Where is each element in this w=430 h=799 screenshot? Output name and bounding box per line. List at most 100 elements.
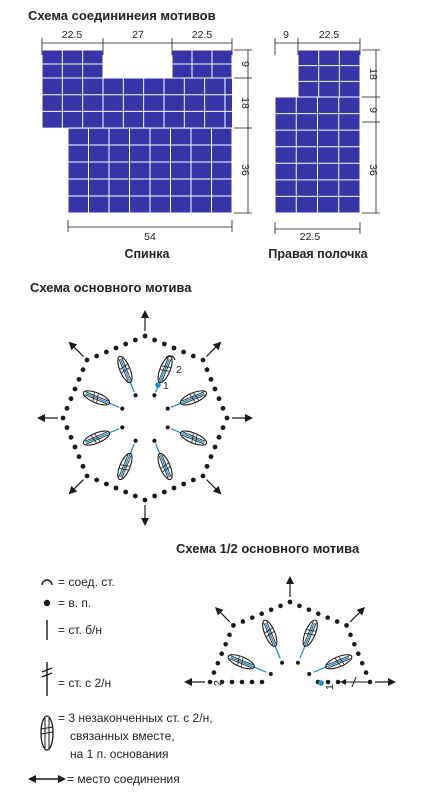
cluster-outline [179, 430, 208, 446]
base-chain-dot [120, 406, 125, 411]
back-panel [41, 49, 233, 214]
cluster-stitch [117, 355, 133, 384]
cluster-stitch [157, 452, 173, 481]
cluster-stitch [179, 430, 208, 446]
cluster-post [158, 455, 169, 479]
chain-dot [181, 349, 187, 355]
chain-dot [171, 345, 177, 351]
start-point [318, 680, 324, 686]
cluster-bar [189, 394, 196, 403]
cluster-post [161, 358, 172, 382]
back-dim-top-1: 22.5 [62, 29, 83, 41]
chain-dot [229, 679, 235, 685]
chain-dot [227, 632, 232, 638]
single-crochet-rib [264, 622, 281, 659]
single-crochet-rib [119, 443, 135, 478]
cluster-stitch [117, 452, 133, 481]
chain-dot [363, 670, 369, 675]
chain-dot [212, 386, 218, 392]
chain-dot [219, 651, 225, 657]
chain-dot [84, 473, 90, 479]
chain-dot [123, 489, 129, 495]
base-chain-dot [152, 438, 157, 443]
front-dim-top-1: 9 [283, 29, 289, 41]
cluster-bar [191, 433, 194, 443]
single-crochet-rib [155, 443, 171, 478]
single-crochet-rib [230, 656, 267, 673]
cluster-outline [179, 390, 208, 406]
front-dim-bottom: 22.5 [300, 231, 321, 243]
chain-dot [306, 607, 312, 613]
cluster-post [84, 394, 108, 405]
back-dim-top-3: 22.5 [192, 29, 213, 41]
chain-dot [113, 485, 119, 491]
chain-dot [223, 641, 228, 647]
chain-dot [216, 434, 222, 440]
chain-dot [220, 405, 226, 411]
chain-dot [200, 473, 206, 479]
chain-dot [113, 345, 119, 351]
legend-text-cluster-2: связанных вместе, [70, 729, 175, 743]
legend: = соед. ст. = в. п. = ст. б/н = ст. с 2/… [28, 575, 213, 786]
cluster-bar [193, 392, 200, 401]
half-motif-title: Схема 1/2 основного мотива [176, 541, 360, 556]
chain-dot [208, 454, 214, 460]
base-chain-dot [165, 425, 170, 430]
cluster-bar [120, 464, 130, 467]
single-crochet-rib [85, 392, 120, 408]
legend-single-crochet: = ст. б/н [46, 620, 102, 640]
cluster-post [85, 391, 109, 402]
back-caption: Спинка [124, 247, 170, 261]
base-chain-dot [120, 425, 125, 430]
motif-title: Схема основного мотива [30, 280, 192, 295]
chain-dot [80, 367, 86, 373]
single-crochet-rib [170, 428, 205, 444]
cluster-bar [119, 468, 129, 471]
chain-dot [359, 660, 365, 666]
slip-stitch-mark [165, 355, 176, 361]
base-chain-dot [307, 672, 312, 677]
chain-dot [249, 615, 255, 620]
tick-mark [351, 676, 357, 688]
cluster-post [118, 454, 129, 478]
cluster-post [303, 621, 314, 644]
cluster-outline [117, 452, 133, 481]
half-motif [184, 576, 396, 688]
chain-dot [352, 641, 357, 647]
chain-dot [68, 434, 74, 440]
chain-icon [43, 599, 51, 607]
motif-label-2: 2 [176, 364, 182, 376]
single-crochet-rib [85, 428, 120, 444]
front-caption: Правая полочка [268, 247, 368, 261]
chain-dot [231, 623, 236, 628]
back-dimensions: 22.5 27 22.5 54 9 18 36 [41, 29, 252, 243]
chain-dot [72, 386, 78, 392]
chain-dot [94, 353, 100, 359]
chain-dot [60, 415, 66, 421]
cluster-post [182, 394, 206, 405]
chain-dot [219, 679, 225, 685]
cluster-bar [92, 392, 95, 402]
motif-label-1: 1 [163, 380, 169, 392]
legend-text-cluster-3: на 1 п. основания [70, 747, 169, 761]
front-dimensions: 9 22.5 22.5 18 9 36 [274, 29, 380, 243]
base-chain-dot [133, 393, 138, 398]
chain-dot [84, 357, 90, 363]
cluster-bar [195, 434, 198, 444]
chain-dot [103, 481, 109, 487]
chain-dot [161, 341, 167, 347]
cluster-outline [117, 355, 133, 384]
cluster-outline [262, 619, 278, 647]
cluster-post [84, 431, 108, 442]
half-motif-label-2: 2 [212, 680, 224, 686]
legend-slip-stitch: = соед. ст. [41, 575, 115, 589]
join-arrow [349, 607, 365, 623]
chain-dot [259, 611, 265, 617]
base-chain-dot [295, 660, 300, 665]
chain-dot [204, 463, 210, 469]
chain-dot [204, 367, 210, 373]
chain-dot [94, 477, 100, 483]
back-dim-side-3: 36 [239, 164, 251, 176]
single-crochet-rib [299, 622, 316, 659]
